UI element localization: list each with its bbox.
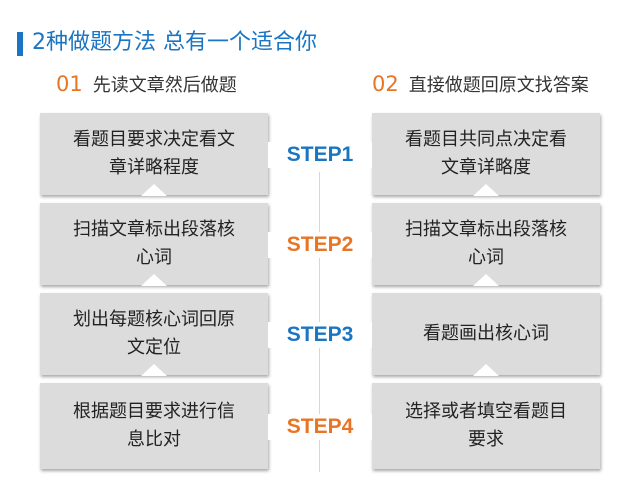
left-step-3-box: 划出每题核心词回原文定位: [40, 293, 268, 376]
step-1-label: STEP1: [268, 142, 372, 168]
left-column-title: 先读文章然后做题: [92, 75, 237, 96]
right-step-4-box: 选择或者填空看题目要求: [372, 383, 600, 469]
right-column-title: 直接做题回原文找答案: [408, 75, 589, 96]
right-step-1-text: 看题目共同点决定看文章详略度: [405, 129, 567, 178]
flow-arrow: [473, 364, 499, 376]
left-step-4-text: 根据题目要求进行信息比对: [73, 401, 235, 450]
right-step-1-box: 看题目共同点决定看文章详略度: [372, 113, 600, 196]
page-title: 2种做题方法 总有一个适合你: [32, 30, 317, 55]
right-step-3-box: 看题画出核心词: [372, 293, 600, 376]
right-column-heading: 02 直接做题回原文找答案: [372, 70, 589, 100]
flow-arrow: [141, 364, 167, 376]
left-step-1-box: 看题目要求决定看文章详略程度: [40, 113, 268, 196]
flow-arrow: [473, 274, 499, 286]
flow-arrow: [141, 184, 167, 196]
flow-arrow: [473, 184, 499, 196]
left-column-heading: 01 先读文章然后做题: [56, 70, 237, 100]
left-step-1-text: 看题目要求决定看文章详略程度: [73, 129, 235, 178]
right-step-3-text: 看题画出核心词: [423, 323, 549, 344]
title-accent-bar: [17, 32, 23, 56]
right-step-2-text: 扫描文章标出段落核心词: [405, 219, 567, 268]
step-4-label: STEP4: [268, 414, 372, 440]
left-step-2-box: 扫描文章标出段落核心词: [40, 203, 268, 286]
left-step-4-box: 根据题目要求进行信息比对: [40, 383, 268, 469]
left-step-2-text: 扫描文章标出段落核心词: [73, 219, 235, 268]
left-step-3-text: 划出每题核心词回原文定位: [73, 309, 235, 358]
left-column-number: 01: [56, 72, 83, 96]
flow-arrow: [141, 274, 167, 286]
right-step-2-box: 扫描文章标出段落核心词: [372, 203, 600, 286]
right-column-number: 02: [372, 72, 399, 96]
step-3-label: STEP3: [268, 322, 372, 348]
step-2-label: STEP2: [268, 232, 372, 258]
right-step-4-text: 选择或者填空看题目要求: [405, 401, 567, 450]
